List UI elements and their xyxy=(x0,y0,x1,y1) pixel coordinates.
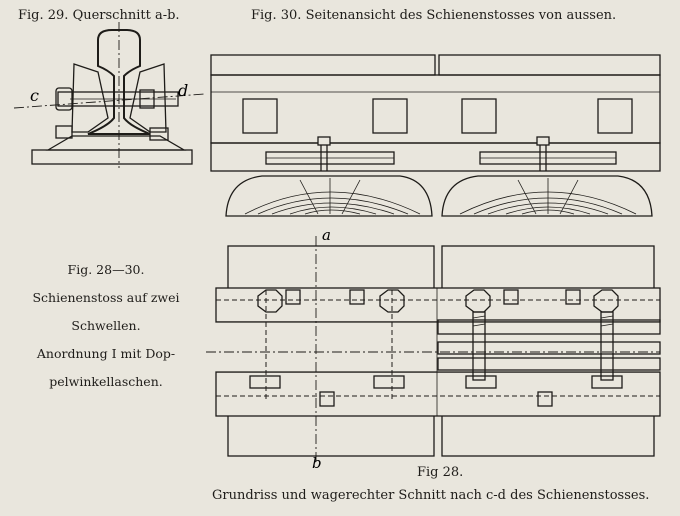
label-b: b xyxy=(312,454,322,472)
label-a: a xyxy=(322,226,331,244)
fig28-plan xyxy=(206,236,661,462)
fig29-caption: Fig. 29. Querschnitt a-b. xyxy=(18,8,180,23)
side-caption-line: Anordnung I mit Dop- xyxy=(36,346,176,361)
side-caption-line: pelwinkellaschen. xyxy=(49,374,163,389)
fig29-cross-section xyxy=(13,22,206,168)
fig28-label: Fig 28. xyxy=(417,465,464,480)
fig28-caption: Grundriss und wagerechter Schnitt nach c… xyxy=(212,488,650,503)
side-caption: Fig. 28—30. Schienenstoss auf zwei Schwe… xyxy=(10,256,202,396)
side-caption-line: Schwellen. xyxy=(71,318,141,333)
label-d: d xyxy=(178,81,188,100)
fig30-side-view xyxy=(210,54,661,217)
fig30-caption: Fig. 30. Seitenansicht des Schienenstoss… xyxy=(251,8,617,23)
label-c: c xyxy=(30,86,39,105)
side-caption-line: Fig. 28—30. xyxy=(67,262,145,277)
side-caption-line: Schienenstoss auf zwei xyxy=(32,290,180,305)
